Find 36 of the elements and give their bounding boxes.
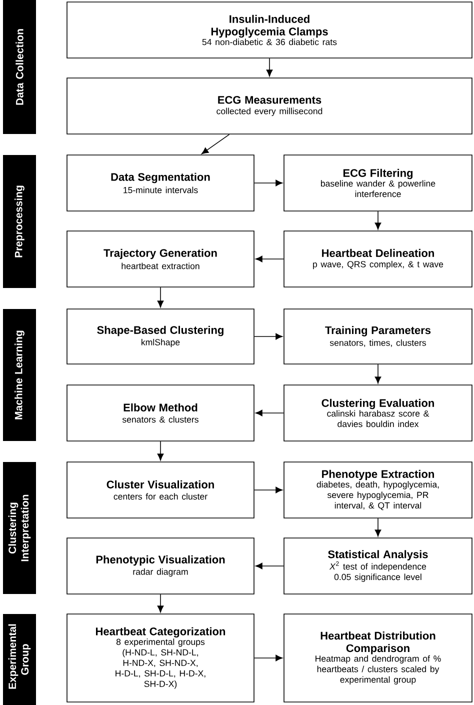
section-band: Preprocessing	[3, 155, 36, 288]
arrow	[374, 211, 382, 230]
arrow	[254, 486, 283, 494]
process-box: Clustering Evaluation calinski harabasz score & davies bouldin index	[284, 384, 472, 442]
process-box: Statistical Analysis X$^{2}$ test of independence 0.05 significance level	[284, 538, 472, 594]
arrow	[266, 58, 273, 77]
arrow	[157, 287, 164, 308]
arrow	[157, 441, 164, 461]
process-box: Trajectory Generation heartbeat extraction	[66, 230, 254, 288]
process-box: ECG Measurements collected every millisecond	[66, 78, 472, 134]
section-band: Clustering Interpretation	[3, 462, 36, 594]
arrow	[157, 594, 164, 613]
process-box: ECG Filtering baseline wander & powerline interference	[284, 154, 472, 212]
process-box: Cluster Visualization centers for each cluster	[66, 462, 254, 518]
arrow	[254, 333, 283, 340]
process-box: Phenotypic Visualization radar diagram	[66, 538, 254, 594]
process-box: Insulin-Induced Hypoglycemia Clamps 54 non-diabetic & 36 diabetic rats	[66, 2, 472, 58]
section-band: Machine Learning	[3, 309, 36, 441]
process-box: Training Parameters senators, times, clusters	[284, 308, 472, 364]
arrow	[201, 134, 230, 154]
arrow	[374, 364, 382, 384]
arrow	[254, 654, 283, 662]
arrow	[255, 256, 284, 262]
process-box: Phenotype Extraction diabetes, death, hypoglycemia, severe hypoglycemia, PR interval, & QT interval	[284, 462, 472, 518]
process-box: Heartbeat Categorization 8 experimental groups (H-ND-L, SH-ND-L, H-ND-X, SH-ND-X, H-D-L, SH-D-L, H-D-X, SH-D-X)	[66, 614, 254, 702]
arrow	[254, 180, 283, 186]
process-box: Data Segmentation 15-minute intervals	[66, 154, 254, 212]
process-box: Elbow Method senators & clusters	[66, 384, 254, 442]
process-box: Heartbeat Delineation p wave, QRS complex, & t wave	[284, 230, 472, 288]
section-band: Experimental Group	[3, 614, 36, 705]
arrow	[255, 562, 284, 570]
arrow	[374, 518, 382, 537]
process-box: Shape-Based Clustering kmlShape	[66, 308, 254, 364]
section-band: Data Collection	[3, 0, 36, 134]
arrow	[255, 410, 284, 416]
process-box: Heartbeat Distribution Comparison Heatmap and dendrogram of % heartbeats / clusters scaled by experimental group	[284, 614, 472, 702]
